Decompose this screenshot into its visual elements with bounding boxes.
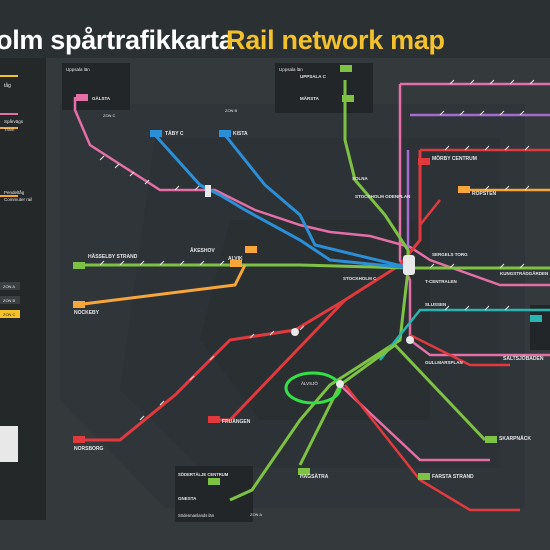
label-stockholm-odenplan: STOCKHOLM ODENPLAN [355, 194, 410, 199]
label-solna: SOLNA [352, 176, 369, 181]
label-gnesta: GNESTA [178, 496, 197, 501]
badge-j35 [530, 315, 542, 322]
sidebar-zone-a [0, 282, 20, 290]
sidebar-accent-2 [0, 113, 18, 115]
sidebar-zone-c [0, 310, 20, 318]
label-upper-left-heading: Uppsala län [66, 67, 90, 72]
zone-band-inner [200, 220, 430, 420]
interchange-marker-2 [336, 380, 344, 388]
legend-tag: tåg [4, 82, 11, 89]
label-sergels-torg: SERGELS TORG [432, 252, 468, 257]
badge-t13 [73, 436, 85, 443]
label-alvsjo: ÄLVSJÖ [301, 380, 318, 386]
badge-t11 [150, 130, 162, 137]
legend-zone-c: ZON C [3, 312, 16, 317]
line-blue-akalla [223, 134, 411, 270]
line-orange-nockeby [74, 264, 247, 307]
station-ticks [99, 79, 535, 421]
badge-t14-upper [418, 158, 430, 165]
legend-zone-a: ZON A [3, 284, 15, 289]
map-title-swedish: olm spårtrafikkarta [0, 25, 234, 55]
line-green-skarpnack [339, 343, 487, 442]
label-hagsatra: HAGSÄTRA [300, 473, 329, 480]
sidebar-accent-4 [0, 195, 18, 197]
label-uppsala: UPPSALA C [300, 74, 327, 79]
label-ropsten: ROPSTEN [472, 191, 497, 197]
badge-l12 [73, 301, 85, 308]
legend-tram: Tram [4, 127, 15, 132]
label-norsborg: NORSBORG [74, 446, 104, 452]
badge-l25 [245, 246, 257, 253]
badge-t10 [219, 130, 231, 137]
label-farsta: FARSTA STRAND [432, 474, 474, 480]
line-pink-upper [73, 97, 550, 287]
sidebar-accent-1 [0, 75, 18, 77]
legend-pendel: Pendeltåg [4, 189, 25, 195]
badge-t19 [73, 262, 85, 269]
interchange-marker-4 [205, 185, 211, 197]
box-right-edge [530, 305, 550, 350]
sidebar-accent-3 [0, 127, 18, 129]
box-upper-left [62, 63, 130, 110]
badge-l27 [458, 186, 470, 193]
map-title-english: Rail network map [226, 25, 445, 55]
title-bar: olm spårtrafikkarta Rail network map [0, 0, 550, 58]
legend-spar: Spårvägs [4, 118, 24, 124]
t-centralen-marker [403, 255, 415, 275]
label-alvik: ALVIK [228, 256, 243, 262]
line-teal-right [379, 308, 550, 361]
badge-t19-south [418, 473, 430, 480]
label-t11: TÄBY C [165, 130, 184, 137]
box-upper-middle [275, 63, 373, 113]
label-marsta: MÄRSTA [300, 95, 320, 101]
label-stockholm-c: STOCKHOLM C [343, 276, 377, 281]
label-nockeby: NOCKEBY [74, 310, 100, 316]
label-hasselby: HÄSSELBY STRAND [88, 253, 138, 260]
label-sodermanland: Södermanlands län [178, 513, 215, 518]
badge-l26 [230, 260, 242, 267]
badge-t17 [485, 436, 497, 443]
label-galsta: GÄLSTA [92, 95, 111, 101]
zone-label-b: ZON B [225, 108, 238, 113]
label-morby: MÖRBY CENTRUM [432, 155, 477, 162]
label-fruangen: FRUÄNGEN [222, 418, 251, 425]
interchange-marker-3 [406, 336, 414, 344]
label-kungstradgarden: KUNGSTRÄDGÅRDEN [500, 270, 548, 276]
badge-j40 [340, 65, 352, 72]
line-red-south [344, 384, 520, 512]
label-upper-middle-heading: Uppsala län [279, 67, 303, 72]
line-red-saltsjo [409, 333, 510, 367]
label-slussen: SLUSSEN [425, 302, 446, 307]
label-saltsjo: SALTSJÖBADEN [503, 355, 544, 362]
line-blue-kista [153, 133, 411, 270]
badge-j48 [208, 478, 220, 485]
sidebar-zone-b [0, 296, 20, 304]
label-gullmarsplan: GULLMARSPLAN [425, 360, 463, 365]
badge-j41 [342, 95, 354, 102]
label-sodertalje-centrum: SÖDERTÄLJE CENTRUM [178, 472, 229, 477]
line-green-east-west [75, 263, 550, 270]
label-skarpnack: SKARPNÄCK [499, 435, 531, 442]
label-kista: KISTA [233, 131, 248, 137]
line-pink-farsta [339, 384, 490, 462]
legend-zone-b: ZON B [3, 298, 16, 303]
line-red-ropsten [419, 199, 441, 226]
badge-t18 [298, 468, 310, 475]
interchange-marker-1 [291, 328, 299, 336]
badge-t14 [208, 416, 220, 423]
zone-label-c: ZON A [250, 512, 262, 517]
qr-code [0, 426, 18, 462]
label-akeshov: ÅKESHOV [190, 247, 215, 254]
badge-j43 [76, 94, 88, 101]
zone-label-a: ZON C [103, 113, 116, 118]
label-t-centralen: T-CENTRALEN [425, 279, 457, 284]
legend-commuter: Commuter rail [4, 197, 32, 202]
